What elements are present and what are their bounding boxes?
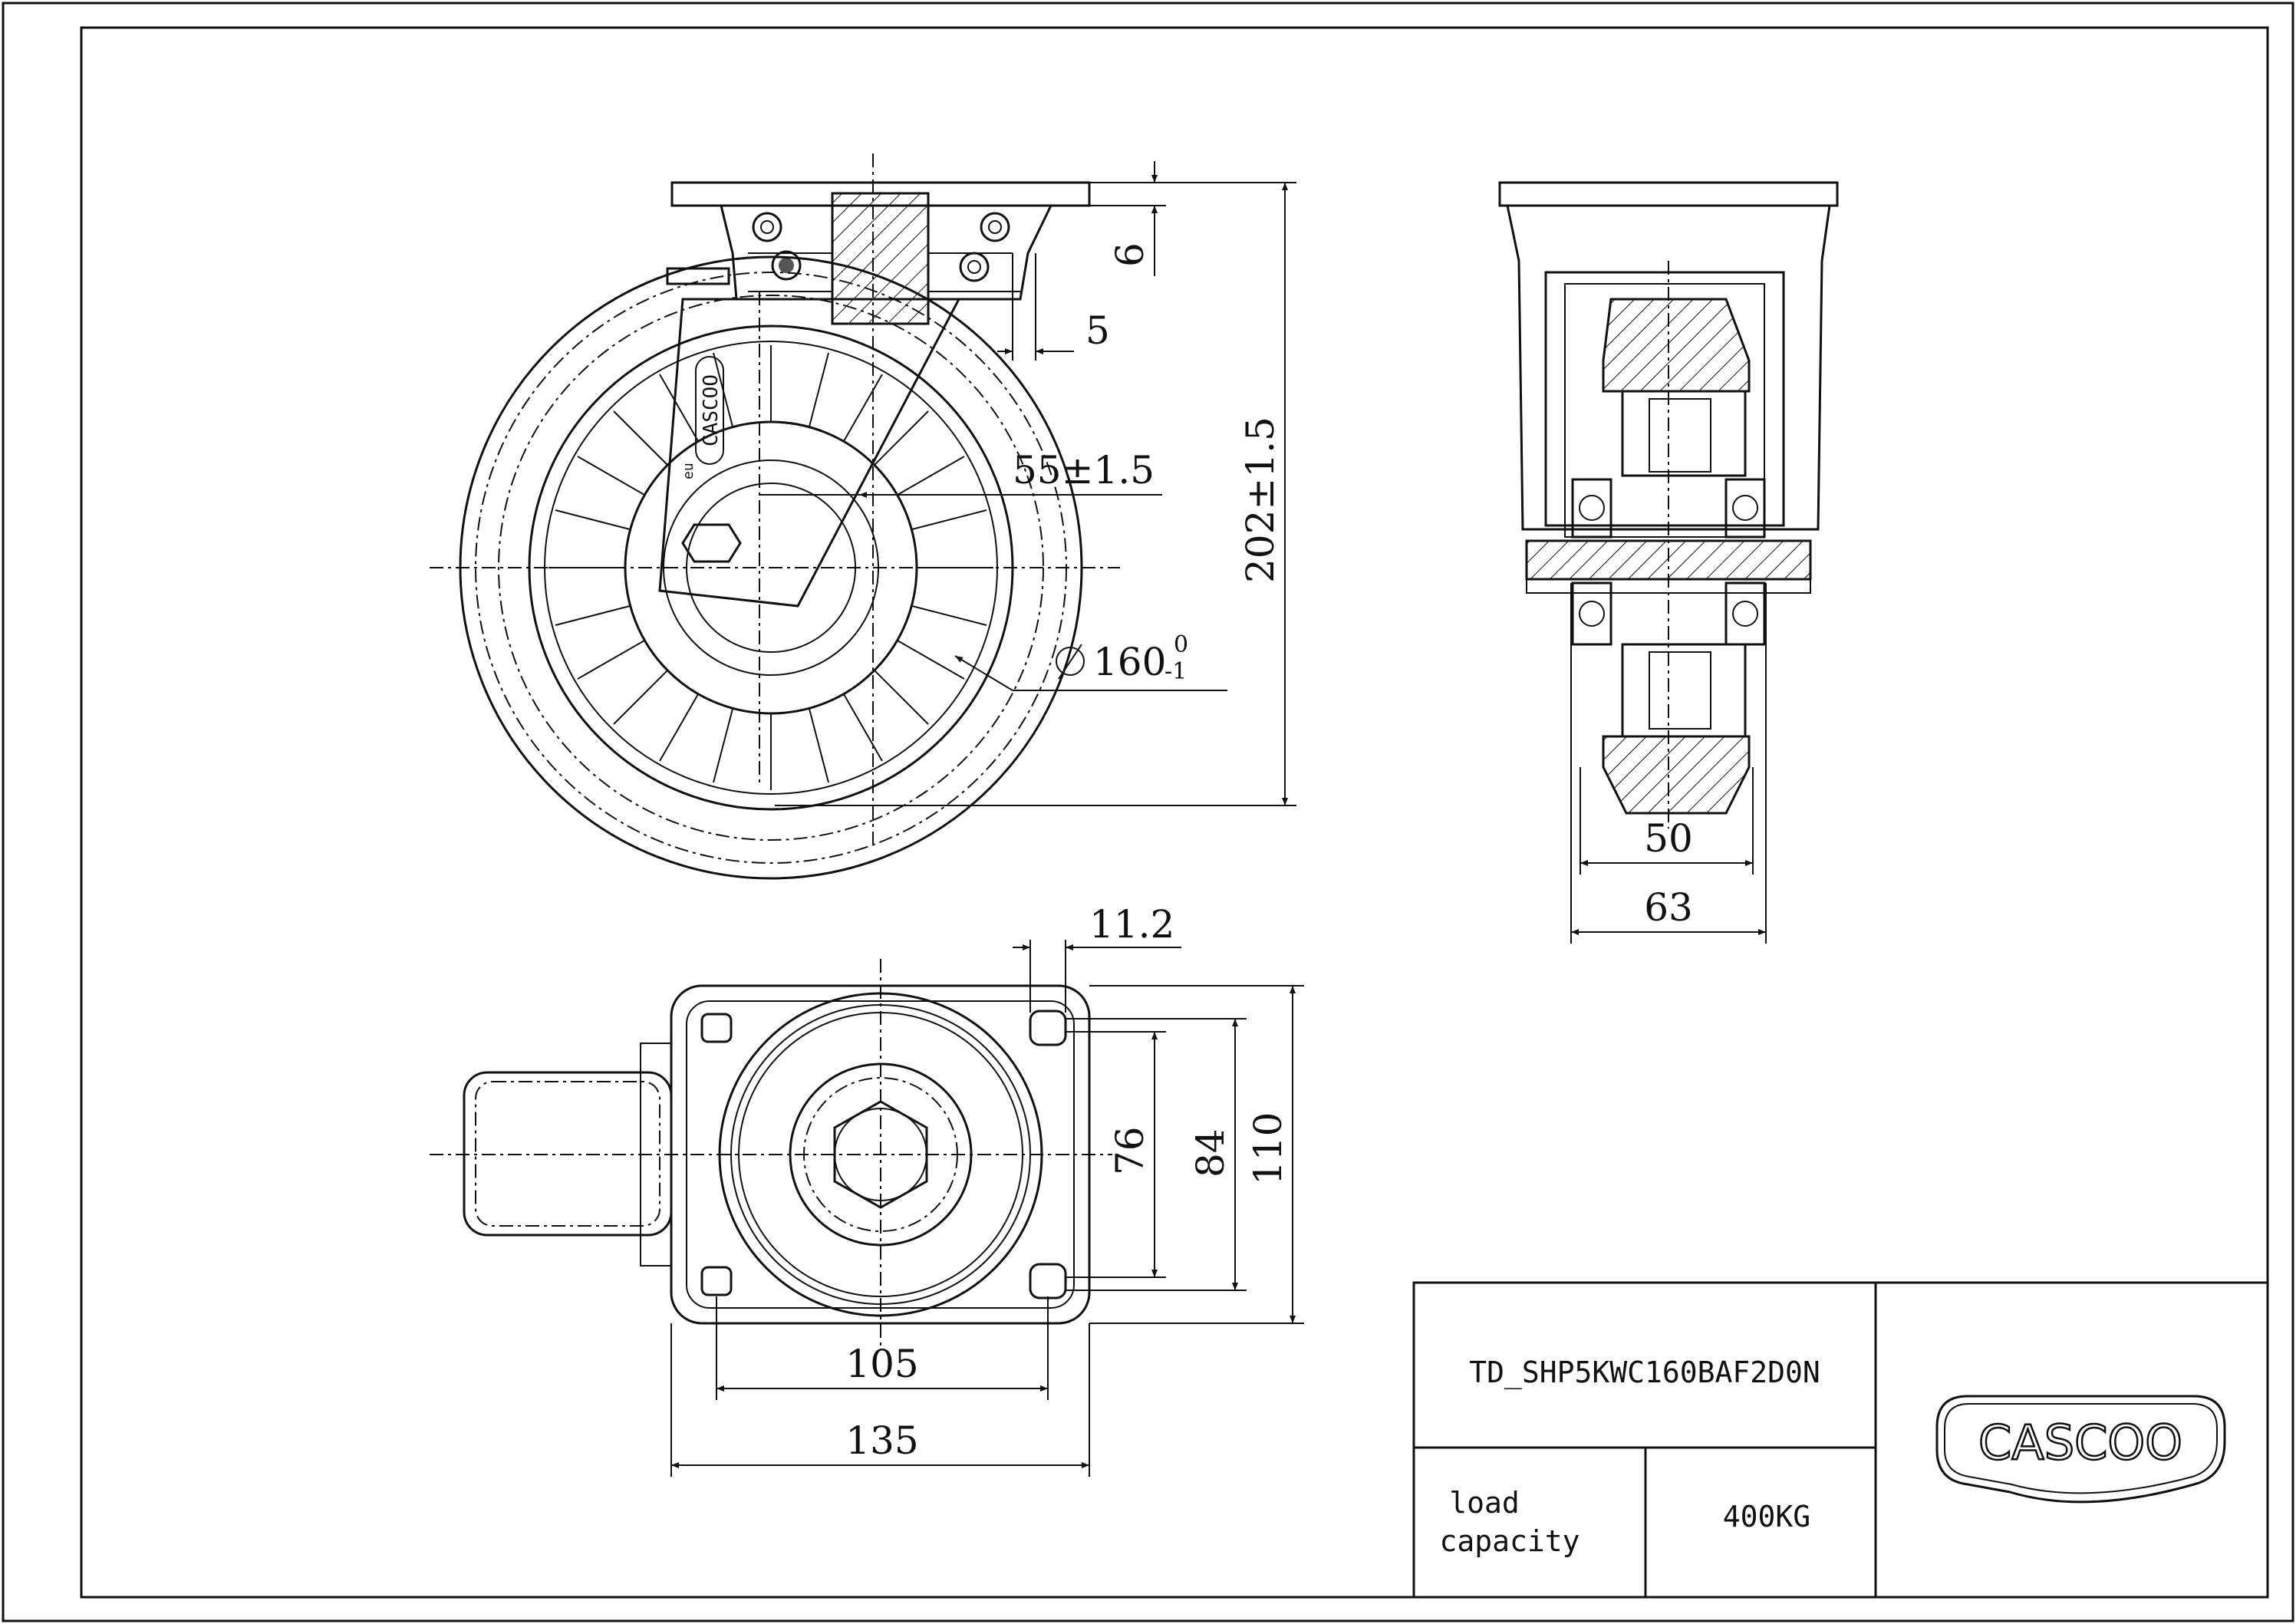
- top-view-dimensions: 11.2 76 84 110 105 135: [670, 902, 1304, 1477]
- dim-swivel-offset: 55±1.5: [1013, 448, 1155, 492]
- svg-text:CASCOO: CASCOO: [1978, 1415, 2182, 1471]
- kingpin-section: [831, 192, 930, 325]
- side-view: CASCOO eu: [430, 153, 1120, 880]
- dim-wheel-width: 50: [1644, 816, 1693, 861]
- dim-hole-spacing-short: 76: [1108, 1126, 1152, 1175]
- dim-wheel-diameter: 160: [1093, 640, 1166, 684]
- top-view: [430, 959, 1112, 1350]
- side-view-dimensions: 6 5 55±1.5 202±1.5 160 0 -1: [759, 161, 1296, 806]
- dim-hole-spacing-mid: 84: [1188, 1128, 1233, 1178]
- dim-hole-spacing-long: 105: [845, 1342, 918, 1386]
- dim-plate-thickness: 6: [1108, 242, 1152, 267]
- dim-overall-height: 202±1.5: [1238, 417, 1283, 583]
- cascoo-logo: CASCOO: [1935, 1395, 2226, 1504]
- dim-plate-length: 135: [845, 1418, 918, 1463]
- svg-text:0: 0: [1174, 631, 1188, 658]
- svg-text:CASCOO: CASCOO: [700, 374, 723, 446]
- inner-border: [80, 26, 2269, 1599]
- load-value: 400KG: [1723, 1500, 1810, 1533]
- fork: [658, 298, 961, 608]
- title-block: TD_SHP5KWC160BAF2D0N load capacity 400KG…: [1412, 1281, 2269, 1599]
- dim-plate-width: 110: [1246, 1112, 1290, 1185]
- dim-offset: 5: [1085, 308, 1110, 353]
- axle-nut: [681, 523, 742, 563]
- wheel-spokes: [548, 345, 993, 790]
- dim-fork-width: 63: [1644, 885, 1693, 930]
- load-label-line2: capacity: [1439, 1524, 1580, 1558]
- front-view: [1498, 181, 1839, 828]
- front-view-dimensions: 50 63: [1570, 583, 1767, 944]
- load-label-line1: load: [1449, 1486, 1520, 1520]
- svg-text:eu: eu: [680, 463, 697, 479]
- dim-hole-size: 11.2: [1089, 902, 1174, 947]
- side-logo: CASCOO eu: [680, 356, 724, 479]
- part-number: TD_SHP5KWC160BAF2D0N: [1469, 1356, 1820, 1390]
- svg-text:-1: -1: [1164, 658, 1187, 685]
